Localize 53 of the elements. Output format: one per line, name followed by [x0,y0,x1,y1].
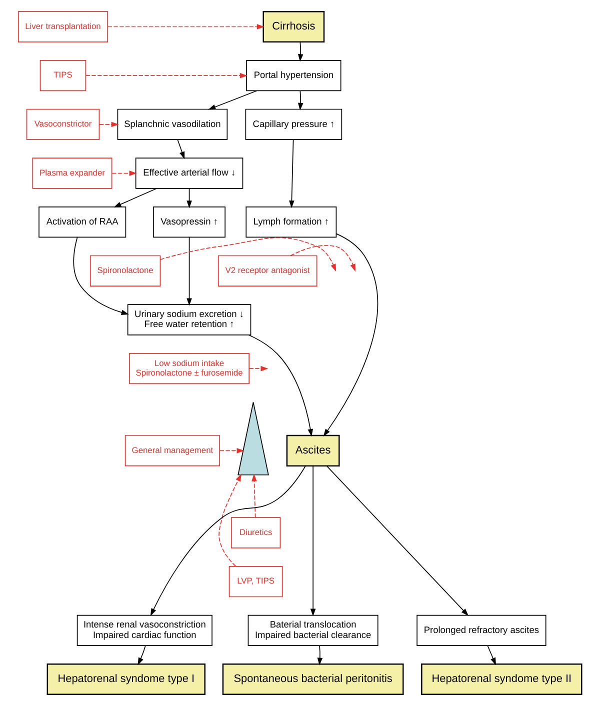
arrow [107,24,264,30]
arrow [114,188,158,208]
arrow [248,334,313,437]
node-box: Portal hypertension [246,60,342,92]
node-box: TIPS [40,60,86,92]
arrow [326,466,469,616]
arrow [248,366,268,372]
node-box: Liver transplantation [18,11,108,42]
node-box: Diuretics [230,517,281,548]
arrow [160,237,336,272]
node-box: Ascites [286,434,340,466]
node-box: Hepatorenal syndome type I [46,663,206,696]
arrow [112,170,137,176]
node-box: Low sodium intake Spironolactone ± furosemide [129,353,250,384]
arrow [289,139,294,208]
node-box: Urinary sodium excretion ↓ Free water retention ↑ [127,304,252,336]
arrow [85,72,248,78]
node-box: Prolonged refractory ascites [416,614,546,646]
arrow [252,474,257,518]
arrow [290,245,356,272]
arrow [73,237,129,315]
arrow [186,188,192,208]
node-box: Baterial translocation Impaired bacterial clearance [248,614,378,646]
node-box: General management [124,435,220,466]
arrow [310,466,316,616]
arrow [177,139,185,160]
node-box: Cirrhosis [262,10,325,43]
node-box: Lymph formation ↑ [246,206,337,238]
arrow [298,42,304,62]
arrow [317,645,323,666]
arrow [323,233,378,436]
arrow [98,122,119,128]
arrow [186,237,192,306]
node-box: Intense renal vasoconstriction Impaired cardiac function [76,614,212,646]
arrow [298,90,304,111]
arrow [150,465,306,616]
arrow [138,645,146,666]
node-box: Spironolactone [90,255,161,286]
node-box: Activation of RAA [38,206,126,238]
node-box: V2 receptor antagonist [218,255,318,286]
node-box: Capillary pressure ↑ [245,108,342,140]
arrow [208,90,258,110]
node-box: Plasma expander [32,158,112,189]
node-box: Hepatorenal syndome type II [421,663,582,696]
node-box: Vasoconstrictor [26,108,100,140]
node-box: Splanchnic vasodilation [117,108,228,140]
node-box: Vasopressin ↑ [153,206,226,238]
node-box: Spontaneous bacterial peritonitis [222,663,404,696]
node-box: Effective arterial flow ↓ [135,158,244,189]
node-box: LVP, TIPS [228,566,283,598]
arrow [218,474,242,567]
arrow [219,448,244,454]
arrow [487,645,496,666]
